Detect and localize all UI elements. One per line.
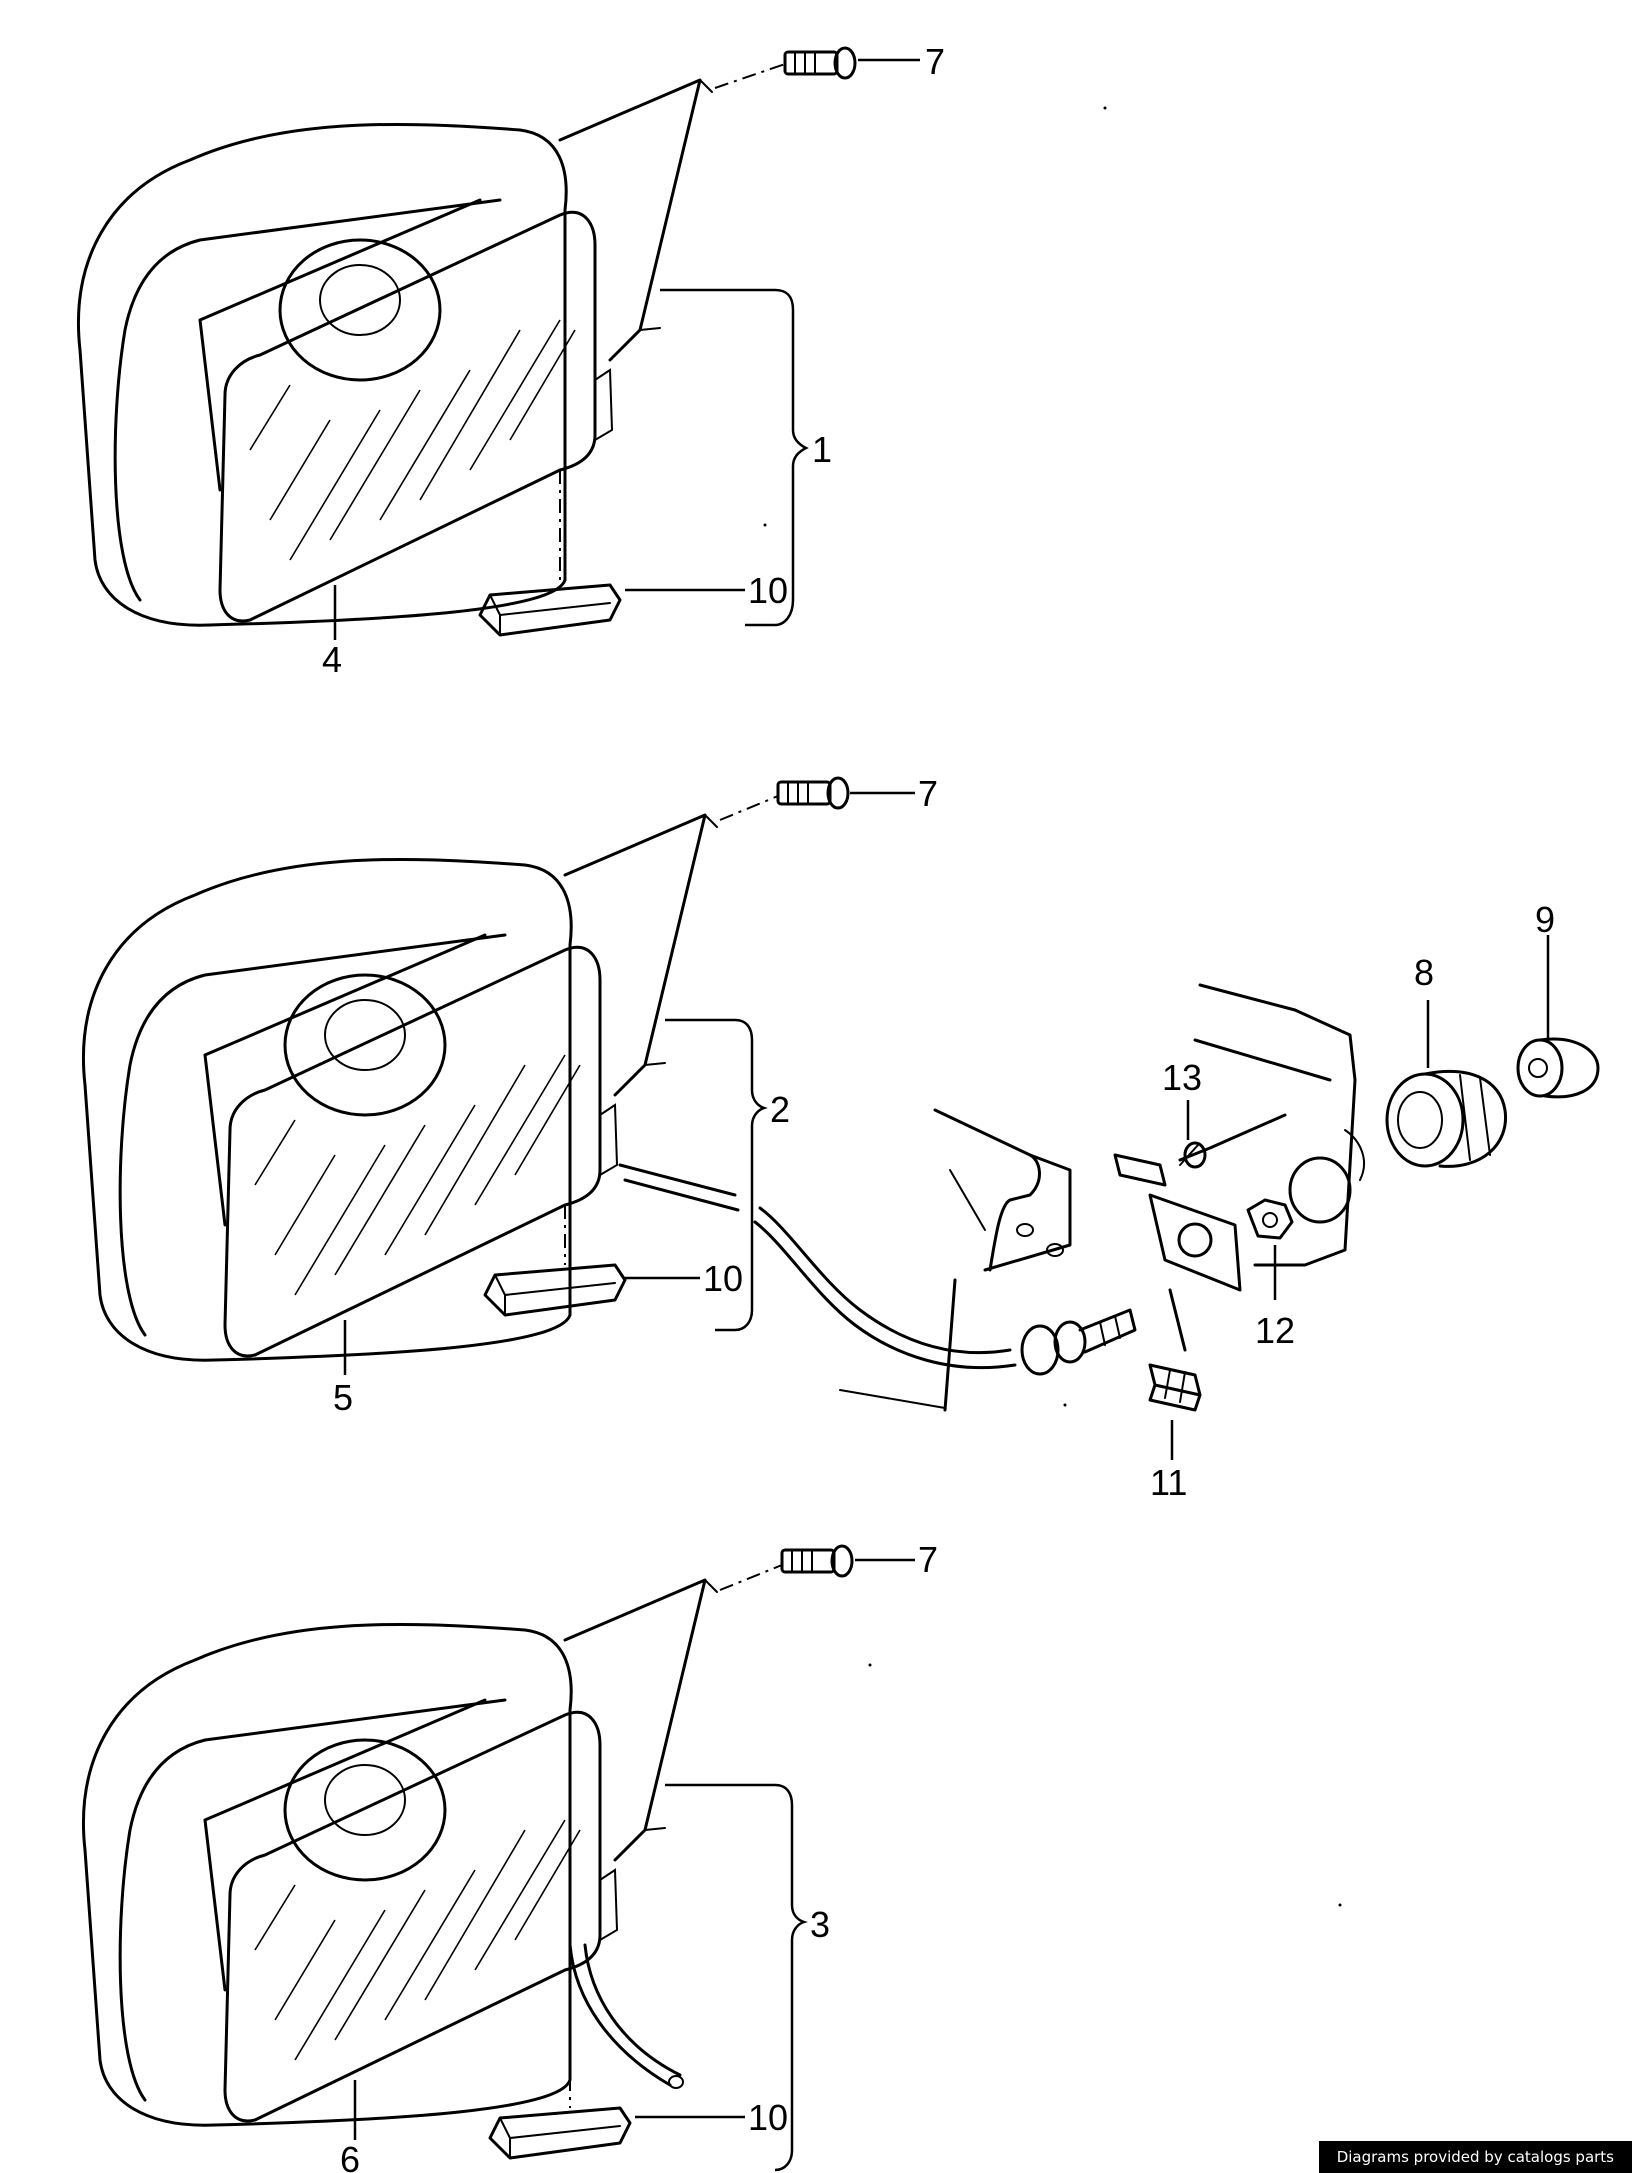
callout-6: 6 bbox=[340, 2139, 360, 2173]
mirror-assembly-1 bbox=[76, 78, 714, 627]
clip-11 bbox=[1148, 1363, 1202, 1412]
cap-10-bottom bbox=[488, 2106, 632, 2160]
credit-banner: Diagrams provided by catalogs parts bbox=[1318, 2141, 1632, 2173]
grommet-8 bbox=[1385, 1069, 1508, 1168]
callout-4: 4 bbox=[322, 639, 342, 680]
callout-10-bottom: 10 bbox=[748, 2097, 788, 2138]
screw-7-top bbox=[783, 46, 857, 80]
screw-7-middle bbox=[776, 776, 850, 810]
cap-9 bbox=[1516, 1037, 1600, 1099]
callout-7-top: 7 bbox=[925, 41, 945, 82]
callout-10-middle: 10 bbox=[703, 1258, 743, 1299]
body-panel-right bbox=[1193, 983, 1365, 1267]
callout-3: 3 bbox=[810, 1904, 830, 1945]
bracket-plate bbox=[1113, 1153, 1242, 1352]
callout-12: 12 bbox=[1255, 1310, 1295, 1351]
callout-13: 13 bbox=[1162, 1057, 1202, 1098]
callout-1: 1 bbox=[812, 429, 832, 470]
callout-7-middle: 7 bbox=[918, 773, 938, 814]
cable-bottom bbox=[568, 1943, 672, 2087]
callout-5: 5 bbox=[333, 1377, 353, 1418]
screw-7-bottom bbox=[780, 1544, 854, 1578]
callout-10-top: 10 bbox=[748, 570, 788, 611]
callout-7-bottom: 7 bbox=[918, 1539, 938, 1580]
mirror-assembly-3 bbox=[81, 1578, 719, 2127]
wiring-harness bbox=[618, 1163, 1137, 1376]
callout-9: 9 bbox=[1535, 899, 1555, 940]
cap-10-middle bbox=[483, 1263, 627, 1317]
mirror-assembly-2 bbox=[81, 813, 719, 1362]
body-panel-left bbox=[839, 1108, 1072, 1412]
callout-2: 2 bbox=[770, 1089, 790, 1130]
callout-8: 8 bbox=[1414, 952, 1434, 993]
callout-11: 11 bbox=[1150, 1462, 1187, 1503]
rivet-13 bbox=[1178, 1113, 1287, 1169]
nut-12 bbox=[1246, 1198, 1294, 1240]
